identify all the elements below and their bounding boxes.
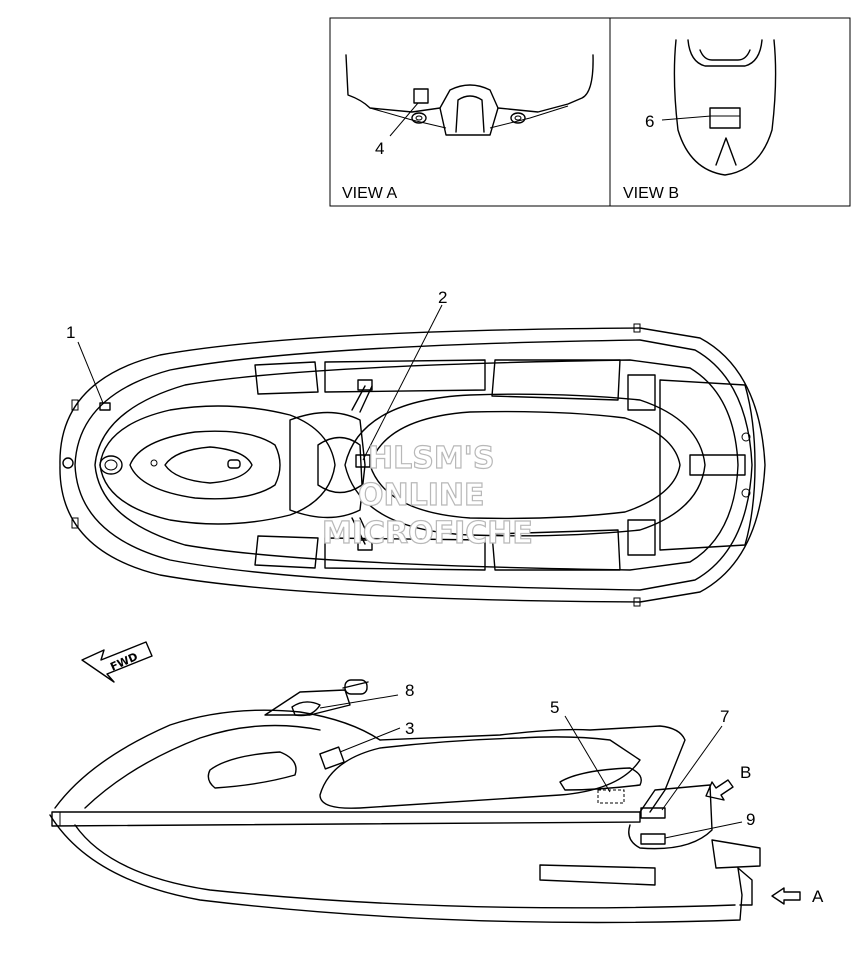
label-2-marker: [355, 454, 371, 468]
callout-8: 8: [405, 681, 414, 700]
leader-5: [564, 715, 611, 793]
leader-9: [664, 821, 743, 839]
label-6-marker: [709, 107, 741, 129]
label-9-marker: [640, 833, 666, 845]
view-a-arrow: [771, 887, 801, 905]
callout-9: 9: [746, 810, 755, 829]
callout-1: 1: [66, 323, 75, 342]
leader-2: [362, 304, 443, 461]
leader-8: [319, 694, 399, 709]
view-b-drawing: [673, 39, 777, 176]
side-view-watercraft: [49, 679, 761, 924]
leader-7: [661, 725, 723, 811]
view-a-caption: VIEW A: [342, 185, 397, 202]
callout-5: 5: [550, 698, 559, 717]
top-view-watercraft: [59, 323, 766, 607]
callout-3: 3: [405, 719, 414, 738]
fwd-badge-text: FWD: [108, 650, 140, 674]
callout-4: 4: [375, 139, 384, 158]
leader-3: [339, 727, 401, 753]
view-b-caption: VIEW B: [623, 185, 679, 202]
label-7-marker: [640, 807, 666, 819]
watermark-line-2: ONLINE: [358, 478, 485, 513]
view-b-arrow: [705, 779, 734, 801]
label-3-marker: [319, 746, 345, 770]
view-b-arrow-label: B: [740, 763, 751, 782]
forward-direction-arrow: FWD: [81, 641, 153, 683]
inset-views-panel: 4 VIEW A 6 VIEW B: [329, 17, 851, 207]
view-a-arrow-label: A: [812, 887, 824, 906]
callout-2: 2: [438, 288, 447, 307]
watermark-line-3: MICROFICHE: [322, 516, 533, 551]
label-5-marker: [597, 789, 625, 804]
callout-6: 6: [645, 112, 654, 131]
label-1-marker: [99, 402, 111, 411]
label-4-marker: [413, 88, 429, 104]
view-a-drawing: [345, 54, 594, 136]
watermark-line-1: HLSM'S: [368, 441, 494, 476]
callout-7: 7: [720, 707, 729, 726]
leader-1: [77, 341, 104, 404]
leader-4: [389, 102, 419, 137]
leader-6: [661, 115, 712, 121]
watermark: HLSM'S ONLINE MICROFICHE: [321, 440, 533, 551]
